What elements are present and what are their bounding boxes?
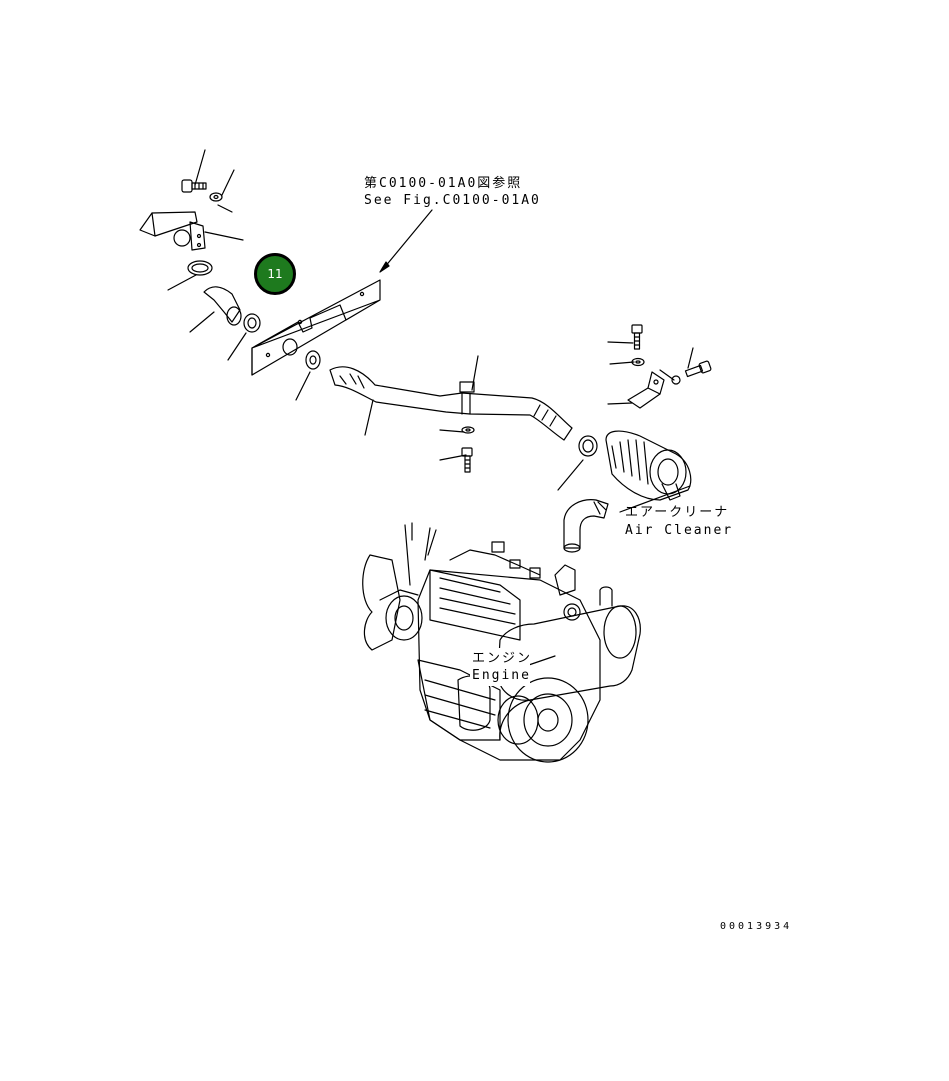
clamp-left-2 xyxy=(243,313,261,333)
clamp-air-cleaner xyxy=(578,435,598,457)
see-fig-label-jp: 第C0100-01A0図参照 xyxy=(364,176,523,191)
drawing-number: 00013934 xyxy=(720,921,793,932)
intake-pipe xyxy=(329,366,573,441)
engine-label-en: Engine xyxy=(472,668,531,683)
bolt-side-right xyxy=(671,360,712,385)
cover-plate xyxy=(251,279,381,376)
clamp-left xyxy=(187,260,213,276)
bolt-pipe xyxy=(461,447,473,473)
see-fig-label-en: See Fig.C0100-01A0 xyxy=(364,193,541,208)
clamp-middle xyxy=(305,350,321,370)
mount-bracket xyxy=(627,371,665,409)
bolt-top-left xyxy=(181,179,207,193)
air-cleaner xyxy=(605,430,692,501)
callout-badge[interactable]: 11 xyxy=(254,253,296,295)
washer-top-left xyxy=(209,192,223,202)
outlet-bracket xyxy=(139,211,206,251)
air-cleaner-label-jp: エアークリーナ xyxy=(625,505,730,520)
engine xyxy=(362,522,641,763)
outlet-elbow xyxy=(563,499,609,553)
engine-label-jp: エンジン xyxy=(472,651,533,666)
washer-top-right xyxy=(631,357,645,367)
bolt-top-right xyxy=(631,324,643,350)
air-cleaner-label-en: Air Cleaner xyxy=(625,523,734,538)
elbow-hose-left xyxy=(203,286,242,326)
pipe-band-clamp xyxy=(459,381,475,434)
